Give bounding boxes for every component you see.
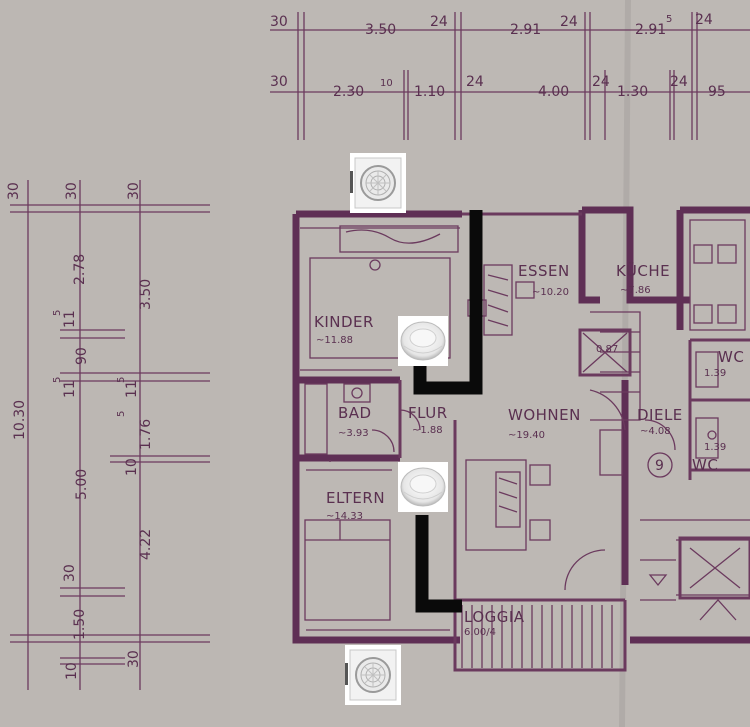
room-kueche-area: ~7.86: [620, 285, 651, 296]
room-loggia-name: LOGGIA: [464, 608, 525, 626]
dim-left-18: 4.22: [138, 529, 154, 560]
ceiling-vent-icon: [397, 461, 449, 513]
room-kinder-area: ~11.88: [316, 335, 353, 346]
dim-row2-10: 95: [708, 84, 726, 100]
dim-left-22: 30: [126, 650, 142, 668]
room-loggia-area: 6.00/4: [464, 627, 496, 638]
top-dimension-labels: 30 3.50 24 2.91 24 2.91 5 24 30 2.30 10 …: [270, 12, 726, 100]
dim-left-7: 11: [62, 310, 78, 328]
dim-left-11: 5: [116, 377, 127, 383]
room-eltern-area: ~14.33: [326, 511, 363, 522]
dim-row2-2: 2.30: [333, 84, 364, 100]
furniture: [304, 219, 750, 668]
wc-lower-label: WC: [692, 456, 718, 474]
dim-row2-8: 1.30: [617, 84, 648, 100]
paper-shade-left: [0, 0, 230, 727]
room-kueche-name: KÜCHE: [616, 261, 670, 280]
dim-top-8: 24: [695, 12, 713, 28]
wall-fan-icon: [349, 152, 407, 214]
dim-left-19: 30: [62, 564, 78, 582]
dim-row2-7: 24: [592, 74, 610, 90]
dim-left-12: 11: [124, 380, 140, 398]
room-bad-name: BAD: [338, 404, 372, 422]
room-wohnen-area: ~19.40: [508, 430, 545, 441]
left-dimension-lines: [10, 180, 210, 690]
wc-upper-label: WC: [718, 348, 744, 366]
dim-left-21: 10: [64, 662, 80, 680]
room-essen-name: ESSEN: [518, 262, 570, 280]
dim-top-2: 3.50: [365, 22, 396, 38]
dim-left-13: 10.30: [12, 400, 28, 440]
dim-row2-5: 24: [466, 74, 484, 90]
ceiling-vent-icon: [397, 315, 449, 367]
room-diele-name: DIELE: [637, 406, 683, 424]
dim-left-1: 30: [6, 182, 22, 200]
dim-row2-9: 24: [670, 74, 688, 90]
dim-top-7: 5: [666, 14, 672, 25]
dim-top-3: 24: [430, 14, 448, 30]
stair-number-circle: [647, 452, 673, 478]
dim-row2-4: 1.10: [414, 84, 445, 100]
dim-left-16: 10: [124, 458, 140, 476]
dim-left-8: 90: [74, 347, 90, 365]
paper-fold: [619, 0, 631, 727]
dim-left-5: 3.50: [138, 279, 154, 310]
room-flur-name: FLUR: [408, 404, 448, 422]
dim-top-5: 24: [560, 14, 578, 30]
room-essen-area: ~10.20: [532, 287, 569, 298]
top-dimension-lines: [270, 12, 750, 140]
room-kinder-name: KINDER: [314, 313, 374, 331]
shaft-area-label: 0.87: [596, 344, 618, 355]
dim-top-1: 30: [270, 14, 288, 30]
room-wohnen-name: WOHNEN: [508, 406, 581, 424]
room-diele-area: ~4.08: [640, 426, 671, 437]
dim-left-3: 30: [126, 182, 142, 200]
stair-number: 9: [655, 458, 664, 474]
duct-lower: [415, 515, 462, 613]
dim-left-17: 5.00: [74, 469, 90, 500]
room-eltern-name: ELTERN: [326, 489, 385, 507]
dim-row2-6: 4.00: [538, 84, 569, 100]
room-bad-area: ~3.93: [338, 428, 369, 439]
left-dimension-labels: 30 30 30 2.78 3.50 5 11 90 5 11 5 11 10.…: [6, 182, 154, 680]
wall-fan-icon: [344, 644, 402, 706]
dim-left-15: 5: [116, 411, 127, 417]
ventilation-ducts: [413, 210, 483, 613]
dim-left-10: 11: [62, 380, 78, 398]
room-labels: KINDER ~11.88 ESSEN ~10.20 KÜCHE ~7.86 B…: [314, 261, 744, 638]
dim-left-14: 1.76: [138, 419, 154, 450]
wc-upper-area: 1.39: [704, 368, 726, 379]
dim-top-6: 2.91: [635, 22, 666, 38]
dim-left-6: 5: [52, 310, 63, 316]
dim-row2-3: 10: [380, 78, 393, 89]
wc-lower-area: 1.39: [704, 442, 726, 453]
dim-left-2: 30: [64, 182, 80, 200]
dim-row2-1: 30: [270, 74, 288, 90]
room-flur-area: ~1.88: [412, 425, 443, 436]
dim-left-9: 5: [52, 377, 63, 383]
dim-left-4: 2.78: [72, 254, 88, 285]
duct-upper: [413, 210, 483, 395]
dim-left-20: 1.50: [72, 609, 88, 640]
walls: [292, 206, 750, 672]
dim-top-4: 2.91: [510, 22, 541, 38]
